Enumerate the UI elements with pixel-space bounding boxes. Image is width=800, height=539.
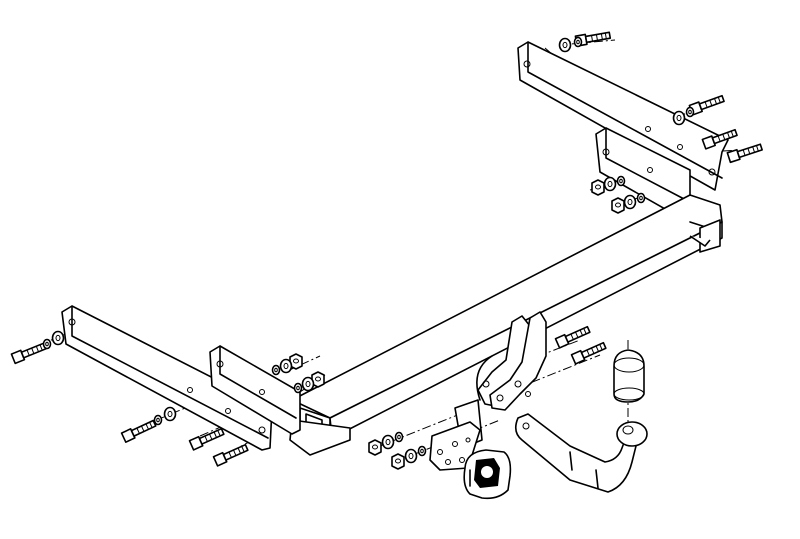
cross-beam xyxy=(289,194,723,456)
ball-cap xyxy=(613,349,645,403)
bracket-right-upper xyxy=(517,41,729,191)
bracket-left-outer xyxy=(61,305,273,451)
electric-socket xyxy=(463,449,512,500)
tow-ball-neck xyxy=(514,413,648,493)
bracket-left-inner xyxy=(209,345,301,435)
hitch-mount-brackets xyxy=(476,311,547,411)
